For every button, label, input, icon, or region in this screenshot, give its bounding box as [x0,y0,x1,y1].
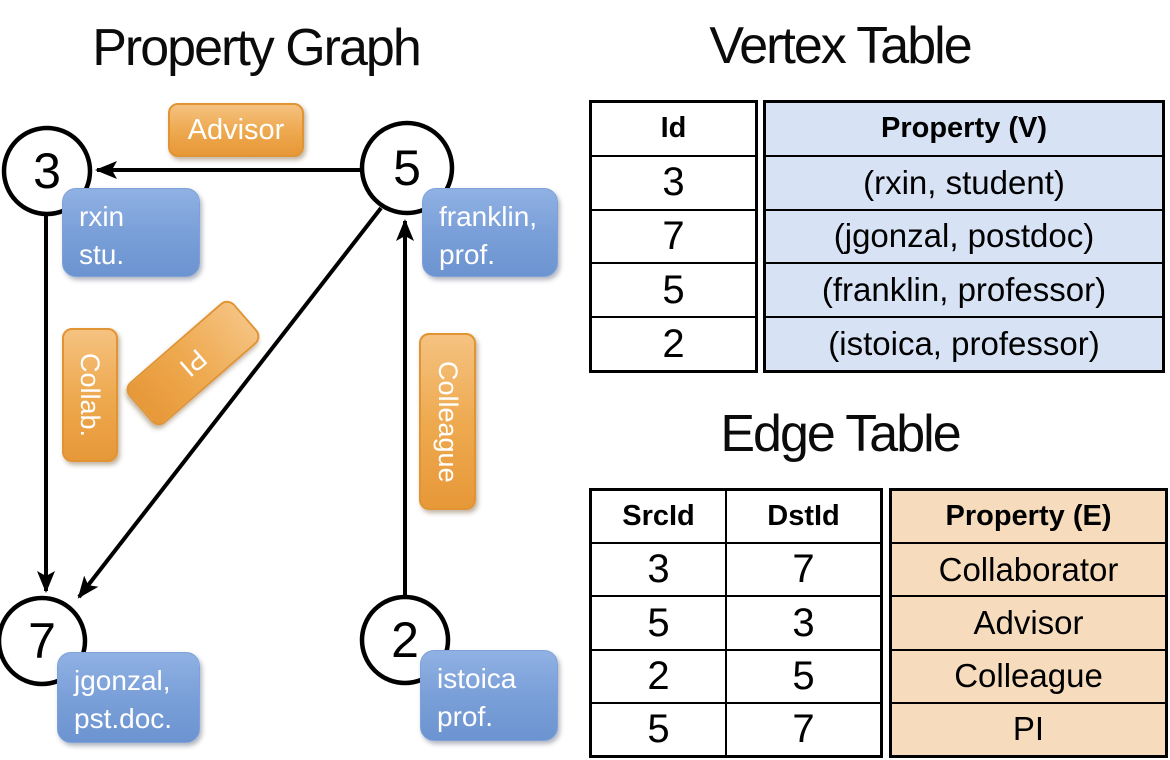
vertex-number-2: 2 [391,612,419,668]
column-header: Id [660,112,687,145]
edge-label-advisor: Advisor [168,103,304,157]
vertex-label-line: prof. [439,238,496,270]
table-row: 2 5 [592,648,880,702]
edge-table-property-column: Property (E) Collaborator Advisor Collea… [889,488,1168,758]
vertex-number-5: 5 [393,140,421,196]
vertex-label-rxin: rxin stu. [62,188,200,277]
table-cell: 5 [592,703,727,756]
vertex-number-7: 7 [28,613,56,669]
table-cell: 7 [792,547,815,592]
column-header: DstId [767,500,840,533]
table-cell: Advisor [892,595,1165,648]
vertex-table-title: Vertex Table [709,17,972,75]
table-cell: 5 [792,653,815,698]
edge-line-pi-5-7 [77,206,383,599]
table-cell: 7 [592,208,755,263]
vertex-label-franklin: franklin, prof. [422,188,558,277]
edge-label-collab: Collab. [62,328,118,462]
vertex-label-line: pst.doc. [74,702,173,734]
edge-table-title: Edge Table [720,405,961,463]
vertex-label-jgonzal: jgonzal, pst.doc. [57,652,200,743]
table-row: 3 7 [592,542,880,596]
vertex-label-line: istoica [437,663,517,694]
table-cell: (istoica, professor) [766,316,1162,370]
edge-label-colleague: Colleague [419,333,476,510]
property-graph-title: Property Graph [92,19,422,77]
table-cell: 2 [592,650,727,702]
column-header: SrcId [592,491,727,543]
table-row: 5 7 [592,701,880,756]
table-cell: 5 [592,597,727,649]
column-header: Property (E) [945,500,1112,533]
vertex-number-3: 3 [33,143,61,199]
table-cell: 3 [592,544,727,596]
vertex-label-istoica: istoica prof. [420,650,558,741]
vertex-label-line: jgonzal, [74,665,171,696]
table-cell: 3 [592,154,755,209]
vertex-table-id-column: Id 3 7 5 2 [589,100,758,373]
table-cell: Collaborator [892,542,1165,595]
table-cell: 3 [792,600,815,645]
edge-table-id-columns: SrcId DstId 3 7 5 3 2 5 5 7 [589,488,883,758]
vertex-label-line: franklin, [439,201,538,232]
table-cell: (rxin, student) [766,154,1162,209]
column-header: Property (V) [881,112,1047,145]
table-row: SrcId DstId [592,491,880,543]
vertex-label-line: rxin [79,201,125,232]
table-cell: Colleague [892,648,1165,702]
vertex-label-line: stu. [79,238,125,270]
table-cell: 5 [592,262,755,316]
table-cell: PI [892,701,1165,755]
table-cell: 2 [592,316,755,370]
table-cell: (franklin, professor) [766,262,1162,316]
graph-drawing [0,120,455,687]
vertex-label-line: prof. [437,700,494,732]
table-cell: (jgonzal, postdoc) [766,208,1162,263]
table-cell: 7 [792,706,815,751]
vertex-table-property-column: Property (V) (rxin, student) (jgonzal, p… [763,100,1165,373]
table-row: 5 3 [592,595,880,649]
